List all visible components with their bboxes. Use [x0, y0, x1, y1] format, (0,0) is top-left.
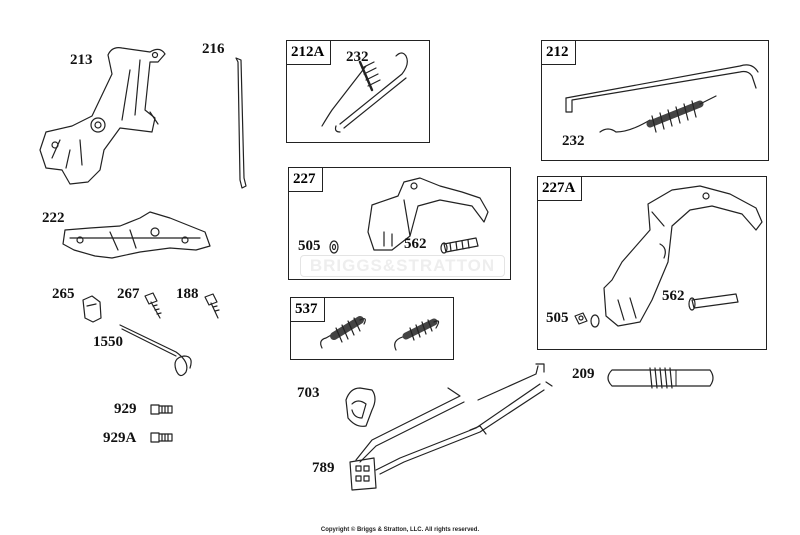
label-929A: 929A	[103, 430, 137, 446]
part-227A-bracket	[603, 185, 763, 327]
label-265: 265	[52, 286, 75, 302]
label-789: 789	[312, 460, 335, 476]
box-212A-tag: 212A	[286, 40, 332, 65]
box-212A: 212A	[286, 40, 430, 143]
box-537: 537	[290, 297, 454, 360]
part-227A-washer	[574, 312, 588, 325]
part-1550-spring	[119, 324, 192, 377]
box-227A-tag: 227A	[537, 176, 583, 201]
label-929: 929	[114, 401, 137, 417]
label-216: 216	[202, 41, 225, 57]
part-212A-assembly	[321, 52, 408, 133]
label-227-505: 505	[298, 238, 321, 254]
part-213-bracket	[39, 47, 166, 185]
label-227A-562: 562	[662, 288, 685, 304]
part-789-harness	[349, 363, 553, 491]
label-1550: 1550	[93, 334, 123, 350]
label-212A-232: 232	[346, 49, 369, 65]
label-213: 213	[70, 52, 93, 68]
copyright-notice: Copyright © Briggs & Stratton, LLC. All …	[320, 527, 480, 533]
part-703-clip	[345, 387, 376, 427]
label-227-562: 562	[404, 236, 427, 252]
part-265-clip	[82, 295, 102, 323]
part-227-pin	[440, 237, 479, 254]
box-212: 212	[541, 40, 769, 161]
part-188-screw	[204, 293, 220, 319]
label-188: 188	[176, 286, 199, 302]
box-227A: 227A	[537, 176, 767, 350]
part-209-spring	[607, 367, 714, 389]
label-209: 209	[572, 366, 595, 382]
label-227A-505: 505	[546, 310, 569, 326]
box-212-tag: 212	[541, 40, 576, 65]
part-227A-pin	[688, 293, 739, 311]
label-703: 703	[297, 385, 320, 401]
label-222: 222	[42, 210, 65, 226]
part-227-bracket	[367, 177, 489, 251]
part-537-springs	[320, 316, 440, 351]
part-929A-bolt	[150, 432, 173, 443]
part-212-assembly	[565, 64, 759, 133]
part-227A-nut	[590, 314, 600, 328]
label-267: 267	[117, 286, 140, 302]
box-227: 227	[288, 167, 511, 280]
watermark: BRIGGS&STRATTON	[300, 255, 505, 277]
label-212-232: 232	[562, 133, 585, 149]
part-227-washer	[329, 240, 339, 254]
part-222-bracket	[62, 211, 211, 259]
part-267-screw	[144, 292, 162, 319]
part-929-bolt	[150, 404, 173, 415]
box-537-tag: 537	[290, 297, 325, 322]
box-227-tag: 227	[288, 167, 323, 192]
part-216-rod	[235, 57, 247, 189]
